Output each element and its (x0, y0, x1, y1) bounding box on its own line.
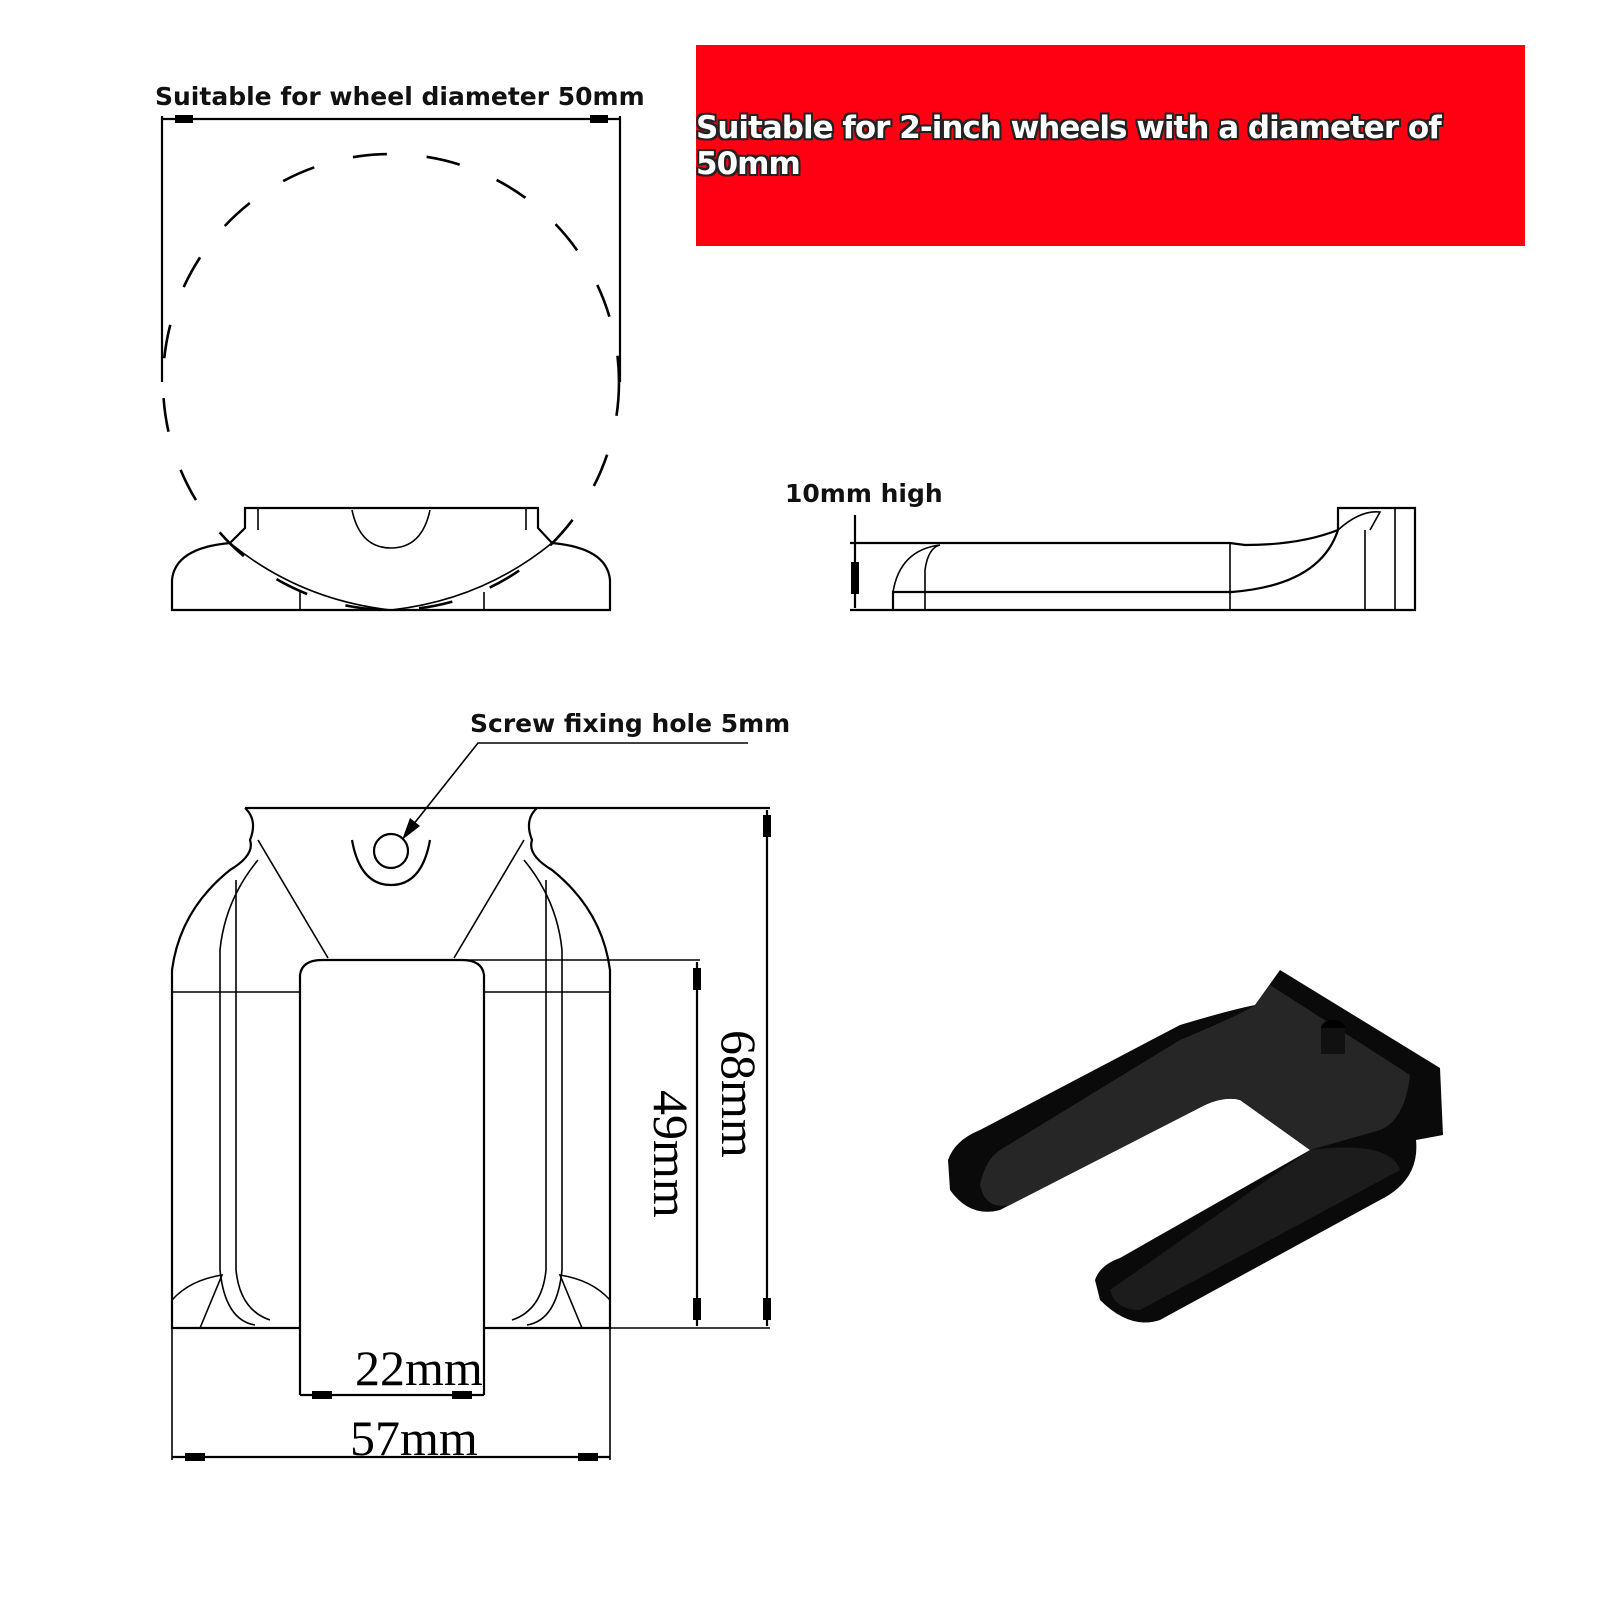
product-photo (948, 970, 1443, 1323)
top-view: Screw fixing hole 5mm 68mm 49mm 22mm (170, 709, 790, 1466)
side-view-label: 10mm high (785, 479, 943, 508)
wheel-outline (161, 152, 621, 612)
dim-49mm: 49mm (643, 1090, 699, 1218)
dim-68mm: 68mm (711, 1030, 767, 1158)
front-view: Suitable for wheel diameter 50mm (155, 82, 645, 612)
dim-22mm: 22mm (355, 1340, 483, 1396)
dim-57mm: 57mm (350, 1410, 478, 1466)
screw-hole-label: Screw fixing hole 5mm (470, 709, 790, 738)
banner-text: Suitable for 2-inch wheels with a diamet… (696, 109, 1442, 182)
info-banner: Suitable for 2-inch wheels with a diamet… (696, 45, 1525, 246)
side-view: 10mm high (785, 479, 1417, 612)
front-view-label: Suitable for wheel diameter 50mm (155, 82, 645, 111)
